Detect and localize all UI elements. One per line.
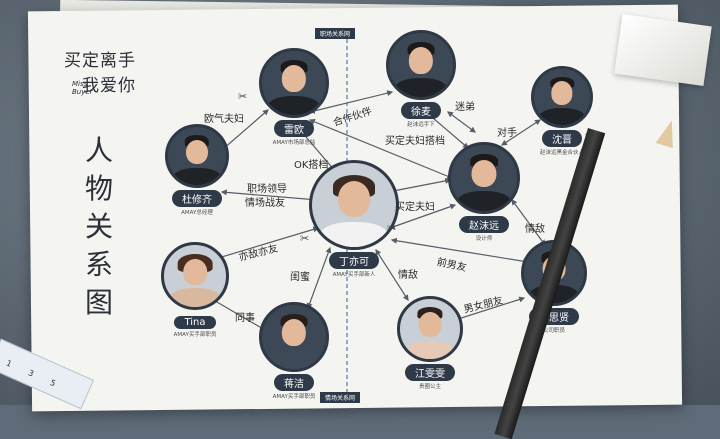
- title-char: 图: [84, 284, 114, 322]
- title-char: 人: [84, 132, 114, 170]
- avatar: [165, 124, 229, 188]
- name-tag: 雷欧: [274, 120, 314, 137]
- relation-label: OK搭档: [294, 156, 328, 171]
- relation-label: 情场战友: [245, 194, 285, 209]
- role-label: AMAY总经理: [163, 208, 231, 216]
- title-char: 系: [84, 246, 114, 284]
- character-jiangjie: 蒋洁 AMAY买手部职员: [256, 302, 332, 400]
- character-dingyike: 丁亦可 AMAY买手部新人: [308, 160, 400, 278]
- character-duxiuqi: 杜修齐 AMAY总经理: [163, 124, 231, 216]
- avatar: [259, 302, 329, 372]
- avatar: [386, 30, 456, 100]
- scissors-icon: ✂: [387, 222, 396, 235]
- role-label: 贵圈公主: [394, 382, 466, 390]
- name-tag: 蒋洁: [274, 374, 314, 391]
- name-tag: 沈晋: [542, 130, 582, 147]
- relation-label: 买定夫妇: [395, 198, 435, 213]
- name-tag: 丁亦可: [329, 252, 379, 269]
- page-title: 人 物 关 系 图: [84, 132, 114, 322]
- name-tag: 杜修齐: [172, 190, 222, 207]
- avatar: [531, 66, 593, 128]
- name-tag: 赵沫远: [459, 216, 509, 233]
- relation-label: 对手: [497, 124, 517, 139]
- name-tag: 江雯雯: [405, 364, 455, 381]
- logo-line1: 买定离手: [64, 46, 136, 71]
- role-label: AMAY买手部职员: [159, 330, 231, 338]
- role-label: AMAY市场部总监: [256, 138, 332, 146]
- name-tag: 徐麦: [401, 102, 441, 119]
- banner-workplace: 职场关系网: [315, 28, 355, 39]
- relation-label: 买定夫妇搭档: [385, 132, 445, 147]
- relation-label: 情敌: [525, 220, 545, 235]
- name-tag: Tina: [174, 316, 215, 329]
- title-char: 关: [84, 208, 114, 246]
- scissors-icon: ✂: [320, 338, 329, 351]
- character-jiangwenwen: 江雯雯 贵圈公主: [394, 296, 466, 390]
- relation-label: 同事: [235, 309, 255, 324]
- character-leiou: 雷欧 AMAY市场部总监: [256, 48, 332, 146]
- relation-label: 闺蜜: [290, 268, 310, 283]
- avatar: [259, 48, 329, 118]
- relation-label: 迷弟: [455, 98, 475, 113]
- role-label: 设计师: [446, 234, 522, 242]
- role-label: 赵沫远手下: [383, 120, 459, 128]
- role-label: AMAY买手部新人: [308, 270, 400, 278]
- scissors-icon: ✂: [300, 232, 309, 245]
- role-label: AMAY买手部职员: [256, 392, 332, 400]
- character-xumai: 徐麦 赵沫远手下: [383, 30, 459, 128]
- character-tina: Tina AMAY买手部职员: [159, 242, 231, 338]
- character-zhaomoyuan: 赵沫远 设计师: [446, 142, 522, 242]
- relation-label: 情敌: [398, 266, 418, 281]
- avatar: [448, 142, 520, 214]
- title-char: 物: [84, 170, 114, 208]
- relation-label: 职场领导: [247, 180, 287, 195]
- avatar: [161, 242, 229, 310]
- avatar: [397, 296, 463, 362]
- relation-label: 欧气夫妇: [204, 110, 244, 125]
- avatar: [309, 160, 399, 250]
- scissors-icon: ✂: [238, 90, 247, 103]
